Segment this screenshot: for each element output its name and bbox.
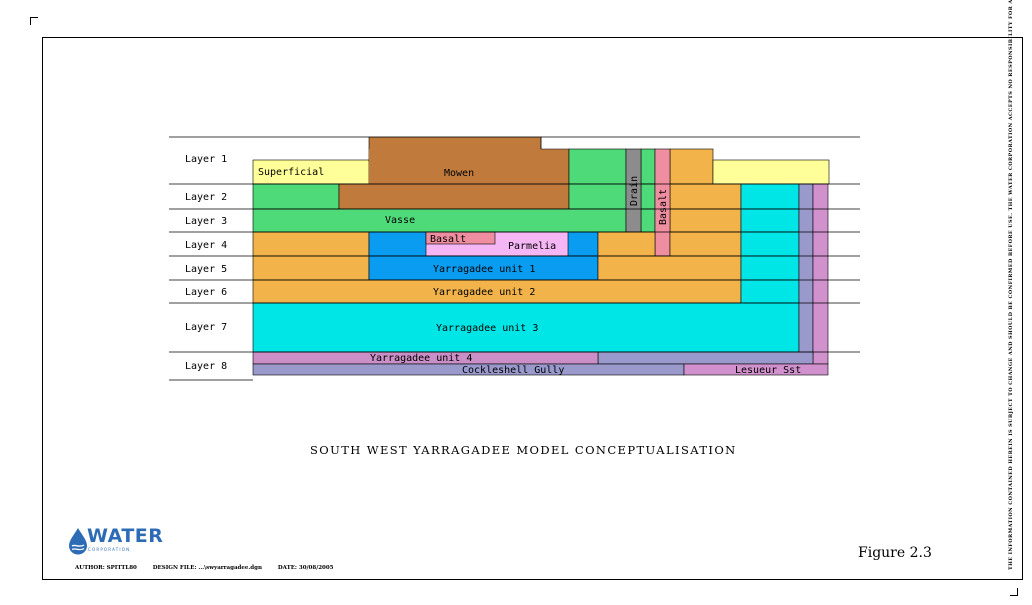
drain-label: Drain — [629, 176, 640, 206]
water-drop-icon — [67, 527, 89, 555]
vasse-layer1-right-block — [641, 149, 655, 184]
basalt-label: Basalt — [430, 234, 466, 245]
yarragadee-layer5-right-block — [598, 256, 741, 280]
superficial-label: Superficial — [258, 167, 324, 178]
yarragadee-layer1-block — [670, 149, 713, 184]
layer-label: Layer 8 — [185, 361, 227, 372]
layer-label: Layer 3 — [185, 216, 227, 227]
vasse-label: Vasse — [385, 215, 415, 226]
cockleshell-layer8-block — [598, 352, 813, 364]
mowen-layer2-block — [339, 184, 569, 209]
yarragadee3-layer2-block — [741, 184, 799, 209]
author-text: AUTHOR: SPITTL80 — [75, 565, 137, 571]
cockleshell-column — [799, 184, 813, 364]
vasse-layer3-mid-block — [641, 209, 655, 232]
yarragadee-layer3-block — [670, 209, 741, 232]
logo-word: WATER — [87, 525, 163, 547]
yarragadee3-layer5-block — [741, 256, 799, 280]
yarragadee3-layer4-block — [741, 232, 799, 256]
vasse-layer2-left-block — [253, 184, 339, 209]
logo-subtitle: CORPORATION — [88, 547, 130, 552]
lesueur-column — [813, 184, 828, 364]
lesueur-sst-label: Lesueur Sst — [735, 365, 801, 376]
layer-label: Layer 2 — [185, 192, 227, 203]
date-text: DATE: 30/08/2005 — [278, 565, 334, 571]
cockleshell-gully-label: Cockleshell Gully — [462, 365, 564, 376]
drawing-footer: AUTHOR: SPITTL80 DESIGN FILE: ...\swyarr… — [75, 565, 348, 571]
parmelia-label: Parmelia — [508, 241, 556, 252]
yarragadee-unit-2-label: Yarragadee unit 2 — [433, 287, 535, 298]
yarragadee-layer4-far-block — [670, 232, 741, 256]
superficial-right-block — [713, 160, 829, 184]
vasse-layer2-block — [569, 184, 626, 209]
figure-label: Figure 2.3 — [858, 545, 932, 561]
layer-label: Layer 4 — [185, 240, 227, 251]
mowen-label: Mowen — [444, 168, 474, 179]
vasse-block — [253, 209, 626, 232]
layer-label: Layer 1 — [185, 154, 227, 165]
layer-label: Layer 6 — [185, 287, 227, 298]
basalt-vertical-label: Basalt — [658, 189, 669, 225]
yarragadee-layer4-right-block — [598, 232, 655, 256]
diagram-title: SOUTH WEST YARRAGADEE MODEL CONCEPTUALIS… — [310, 443, 770, 457]
vasse-layer1-block — [569, 149, 626, 184]
yarragadee3-layer3-block — [741, 209, 799, 232]
yarragadee3-layer6-block — [741, 280, 799, 303]
yarragadee-unit-1-label: Yarragadee unit 1 — [433, 264, 535, 275]
yarragadee-layer2-block — [670, 184, 741, 209]
yarragadee-unit-3-label: Yarragadee unit 3 — [436, 323, 538, 334]
design-file-text: DESIGN FILE: ...\swyarragadee.dgn — [153, 565, 262, 571]
yarragadee-unit-4-label: Yarragadee unit 4 — [370, 353, 472, 364]
vasse-layer2-mid-block — [641, 184, 655, 209]
layer-label: Layer 5 — [185, 264, 227, 275]
yarragadee-layer5-left-block — [253, 256, 369, 280]
water-corporation-logo: WATER CORPORATION — [67, 527, 177, 555]
disclaimer-text: THE INFORMATION CONTAINED HEREIN IS SUBJ… — [1008, 40, 1020, 570]
layer-label: Layer 7 — [185, 322, 227, 333]
yarragadee-layer4-left-block — [253, 232, 369, 256]
